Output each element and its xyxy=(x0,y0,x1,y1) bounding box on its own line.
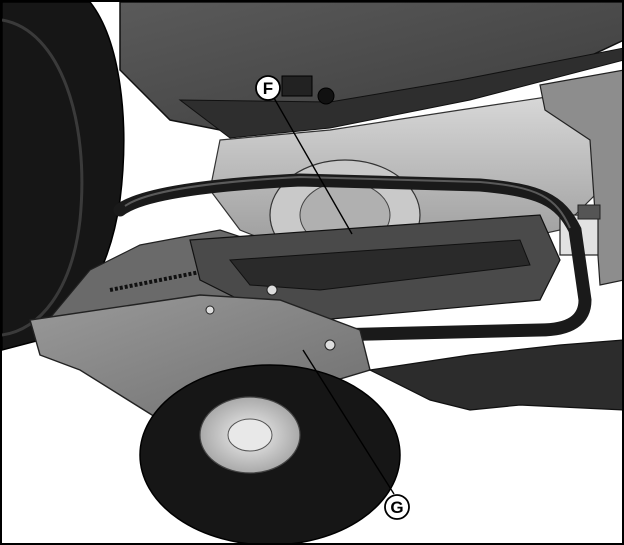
tension-spring xyxy=(109,266,221,292)
shield-bolt xyxy=(266,284,278,296)
shield-bolt xyxy=(205,305,215,315)
body-panel-lower-edge xyxy=(178,47,622,139)
upper-mount-knob xyxy=(317,87,335,105)
right-frame-rail xyxy=(539,69,622,286)
rear-tire-hub-center xyxy=(227,418,273,452)
callout-g-leader xyxy=(302,349,395,495)
mounting-frame-slot xyxy=(229,239,531,291)
callout-f-label: F xyxy=(263,79,273,98)
upper-mount-block xyxy=(281,75,313,97)
shield-bolt xyxy=(324,339,336,351)
callout-g-label: G xyxy=(390,498,403,517)
frame-tube-highlight xyxy=(124,175,571,229)
frame-tube xyxy=(113,173,592,342)
left-front-tire-tread xyxy=(2,18,84,337)
callout-f-leader xyxy=(273,97,353,235)
rear-axle-housing xyxy=(368,339,622,411)
right-bracket-tab xyxy=(577,204,601,220)
callout-f: F xyxy=(255,75,281,101)
callout-g: G xyxy=(384,494,410,520)
